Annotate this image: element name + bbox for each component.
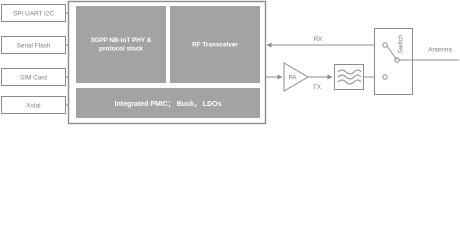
interface-xstal: Xstal xyxy=(1,96,66,114)
interface-serial-flash-label: Serial Flash xyxy=(17,42,51,49)
antenna-path: Antenna xyxy=(399,47,459,61)
phy-label-line2: protocol stack xyxy=(99,46,143,53)
antenna-label: Antenna xyxy=(428,47,452,54)
rx-path: RX xyxy=(266,36,383,48)
interface-xstal-label: Xstal xyxy=(26,102,40,109)
antenna-switch: Switch xyxy=(374,28,413,95)
interface-sim-card: SIM Card xyxy=(1,68,66,86)
pmic-block: Integrated PMIC； Buck， LDOs xyxy=(76,88,260,118)
pmic-label: Integrated PMIC； Buck， LDOs xyxy=(115,101,222,108)
rf-module-block-diagram: SPI UART I2C Serial Flash SIM Card Xstal… xyxy=(1,0,459,125)
interface-spi-uart-i2c: SPI UART I2C xyxy=(1,4,66,22)
tx-path: TX xyxy=(308,74,333,91)
rx-label: RX xyxy=(314,36,324,43)
filter-wave-icon xyxy=(337,69,362,75)
rf-transceiver-block: RF Transceiver xyxy=(170,6,260,83)
rf-transceiver-label: RF Transceiver xyxy=(192,42,238,49)
interface-sim-card-label: SIM Card xyxy=(20,74,47,81)
interface-spi-uart-i2c-label: SPI UART I2C xyxy=(13,10,54,17)
power-amplifier: PA xyxy=(283,62,309,92)
phy-protocol-block: 3GPP NB-IoT PHY & protocol stack xyxy=(76,6,166,83)
interface-serial-flash: Serial Flash xyxy=(1,36,66,54)
phy-label-line1: 3GPP NB-IoT PHY & xyxy=(91,37,152,44)
pa-label: PA xyxy=(288,74,297,81)
filter-block xyxy=(334,64,364,90)
tx-label: TX xyxy=(313,84,322,91)
switch-label: Switch xyxy=(398,34,405,53)
